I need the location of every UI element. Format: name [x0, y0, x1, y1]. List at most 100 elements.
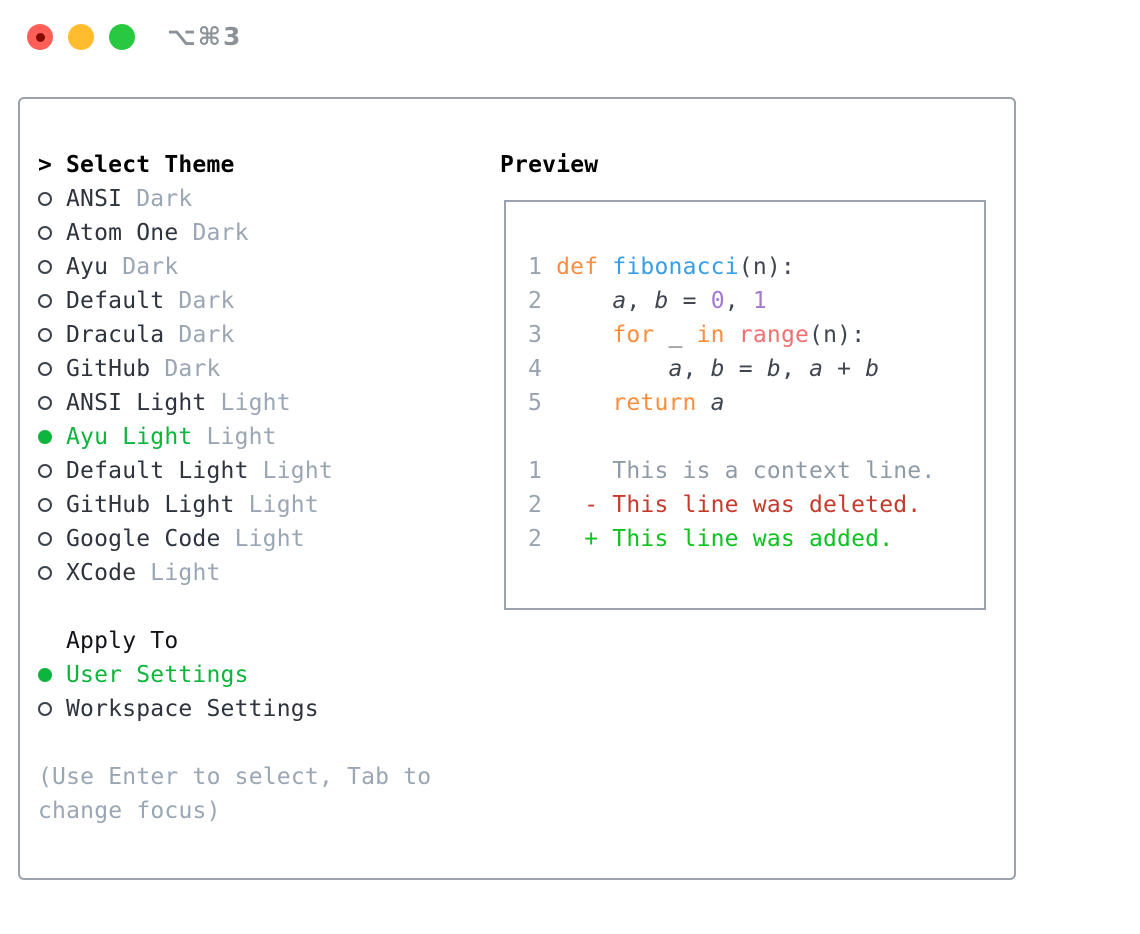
theme-option[interactable]: Dracula Dark — [38, 318, 431, 352]
preview-title: Preview — [500, 152, 599, 178]
select-theme-header: > Select Theme — [38, 148, 431, 182]
blank-line — [528, 420, 984, 454]
radio-marker — [38, 396, 66, 410]
radio-selected-icon — [38, 430, 52, 444]
option-variant: Dark — [164, 288, 235, 314]
code-line: 3 for _ in range(n): — [528, 318, 984, 352]
radio-icon — [38, 498, 52, 512]
theme-option[interactable]: ANSI Dark — [38, 182, 431, 216]
option-variant: Light — [206, 390, 291, 416]
theme-option[interactable]: Default Dark — [38, 284, 431, 318]
select-theme-title: Select Theme — [66, 152, 235, 178]
code-token: in — [696, 322, 725, 348]
radio-icon — [38, 226, 52, 240]
option-label: Ayu Light Light — [66, 420, 277, 454]
line-number: 2 — [528, 492, 557, 518]
diff-line: 2 + This line was added. — [528, 522, 984, 556]
diff-text: - This line was deleted. — [556, 492, 922, 518]
hint-text: (Use Enter to select, Tab to — [38, 764, 432, 790]
code-token: a — [809, 356, 824, 382]
option-label: Ayu Dark — [66, 250, 178, 284]
apply-to-header: Apply To — [38, 624, 431, 658]
theme-option[interactable]: Default Light Light — [38, 454, 431, 488]
code-token — [556, 356, 668, 382]
code-token: for — [612, 322, 655, 348]
radio-icon — [38, 294, 52, 308]
radio-marker — [38, 668, 66, 682]
option-label: Dracula Dark — [66, 318, 235, 352]
option-variant: Dark — [164, 322, 235, 348]
code-token — [598, 254, 612, 280]
minimize-button[interactable] — [68, 24, 94, 50]
option-label: Default Light Light — [66, 454, 333, 488]
option-variant: Light — [220, 526, 305, 552]
apply-to-title: Apply To — [66, 628, 179, 654]
theme-option[interactable]: Ayu Dark — [38, 250, 431, 284]
line-number: 1 — [528, 458, 557, 484]
option-variant: Light — [192, 424, 277, 450]
theme-option[interactable]: XCode Light — [38, 556, 431, 590]
option-label: Default Dark — [66, 284, 235, 318]
radio-icon — [38, 192, 52, 206]
option-name: Ayu — [66, 254, 109, 280]
theme-option[interactable]: ANSI Light Light — [38, 386, 431, 420]
option-label: Atom One Dark — [66, 216, 249, 250]
option-name: Dracula — [66, 322, 165, 348]
line-number: 3 — [528, 322, 557, 348]
prompt-icon: > — [38, 152, 53, 178]
code-line: 2 a, b = 0, 1 — [528, 284, 984, 318]
option-label: ANSI Dark — [66, 182, 192, 216]
apply-to-option[interactable]: Workspace Settings — [38, 692, 431, 726]
option-variant: Dark — [150, 356, 221, 382]
traffic-lights — [27, 24, 135, 50]
radio-icon — [38, 532, 52, 546]
option-variant: Light — [234, 492, 319, 518]
zoom-button[interactable] — [109, 24, 135, 50]
option-name: Google Code — [66, 526, 221, 552]
theme-option[interactable]: Google Code Light — [38, 522, 431, 556]
code-token: return — [612, 390, 697, 416]
radio-marker — [38, 702, 66, 716]
option-label: GitHub Light Light — [66, 488, 319, 522]
theme-option[interactable]: Atom One Dark — [38, 216, 431, 250]
line-number: 5 — [528, 390, 557, 416]
option-label: Workspace Settings — [66, 692, 319, 726]
code-token: b — [766, 356, 781, 382]
code-token: (n): — [738, 254, 795, 280]
option-label: XCode Light — [66, 556, 221, 590]
spacer — [38, 590, 431, 624]
code-token: (n): — [809, 322, 866, 348]
code-token: = — [668, 288, 711, 314]
radio-icon — [38, 464, 52, 478]
diff-line: 2 - This line was deleted. — [528, 488, 984, 522]
theme-option[interactable]: GitHub Light Light — [38, 488, 431, 522]
cursor-marker: > — [38, 148, 66, 182]
code-token: b — [654, 288, 669, 314]
code-token: a — [612, 288, 627, 314]
option-label: GitHub Dark — [66, 352, 221, 386]
radio-marker — [38, 430, 66, 444]
apply-to-option[interactable]: User Settings — [38, 658, 431, 692]
radio-marker — [38, 192, 66, 206]
code-token: 0 — [710, 288, 725, 314]
option-name: Default — [66, 288, 165, 314]
diff-line: 1 This is a context line. — [528, 454, 984, 488]
option-label: ANSI Light Light — [66, 386, 291, 420]
option-name: GitHub — [66, 356, 151, 382]
close-button[interactable] — [27, 24, 53, 50]
code-token: b — [865, 356, 880, 382]
option-name: User Settings — [66, 662, 249, 688]
code-token: , — [780, 356, 810, 382]
code-token: fibonacci — [612, 254, 739, 280]
option-variant: Light — [136, 560, 221, 586]
code-token: , — [626, 288, 655, 314]
theme-option[interactable]: GitHub Dark — [38, 352, 431, 386]
theme-option[interactable]: Ayu Light Light — [38, 420, 431, 454]
line-number: 2 — [528, 288, 557, 314]
